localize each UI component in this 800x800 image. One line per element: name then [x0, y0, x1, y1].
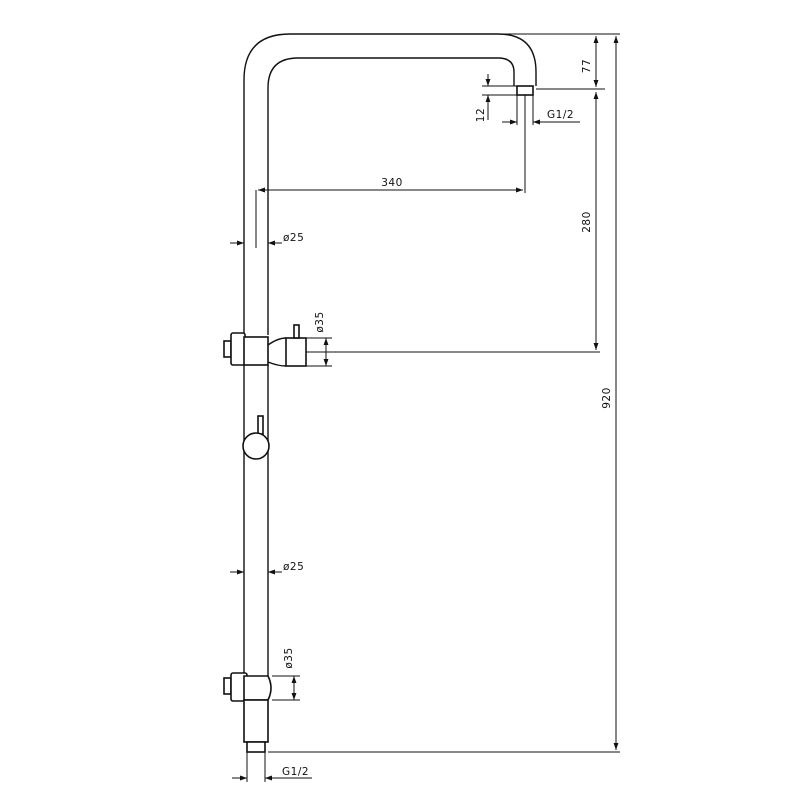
label-upper-bracket-diameter: ø35 — [314, 311, 326, 332]
riser-pipe-inner-edge — [267, 57, 498, 335]
inlet-pipe — [243, 699, 269, 743]
label-arm-reach: 340 — [381, 177, 403, 189]
label-arm-to-bracket-height: 280 — [581, 211, 593, 233]
diverter-knob — [293, 324, 300, 339]
diverter-housing — [285, 337, 307, 367]
upper-bracket-wall-plate — [223, 340, 232, 358]
diverter-neck-lower — [267, 361, 287, 367]
label-lower-pipe-diameter: ø25 — [283, 561, 304, 573]
riser-pipe-outer-edge — [243, 33, 498, 335]
shower-column — [223, 33, 537, 753]
label-total-height: 920 — [601, 387, 613, 409]
inlet-nipple — [246, 741, 266, 753]
label-lower-bracket-diameter: ø35 — [283, 647, 295, 668]
diverter-body — [243, 336, 269, 366]
label-inlet-thread: G1/2 — [282, 766, 309, 778]
diverter-neck — [267, 337, 287, 346]
slider-knob — [257, 415, 264, 435]
lower-bracket-collar — [243, 675, 272, 701]
lower-bracket-wall-plate — [223, 677, 232, 695]
upper-bracket-arm — [230, 332, 246, 366]
label-outlet-thread: G1/2 — [547, 109, 574, 121]
dimension-labels: 77 12 G1/2 340 ø25 ø35 280 920 ø25 ø35 G… — [282, 59, 613, 778]
label-upper-pipe-diameter: ø25 — [283, 232, 304, 244]
slider-body — [242, 432, 270, 460]
label-outlet-drop: 12 — [475, 108, 487, 122]
arm-elbow-inner — [497, 57, 515, 86]
label-elbow-height: 77 — [581, 59, 593, 73]
dimension-lines — [230, 33, 620, 782]
outlet-nipple — [516, 85, 534, 96]
arm-elbow-outer — [497, 33, 537, 86]
